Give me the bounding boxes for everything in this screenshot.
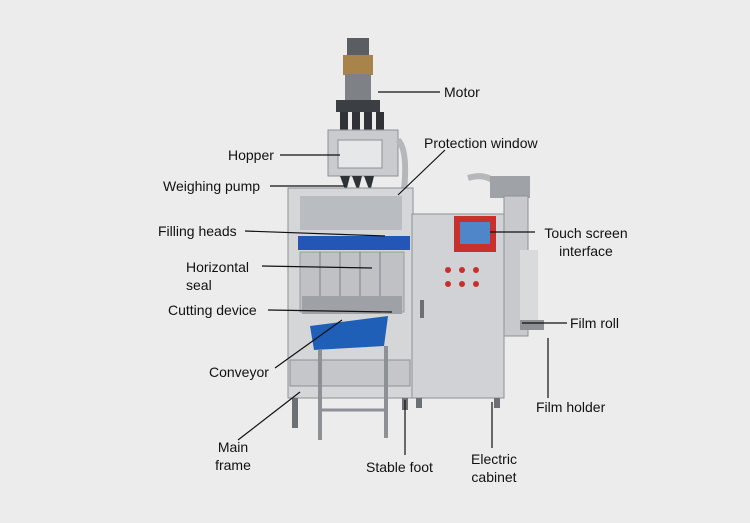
leader-lines xyxy=(237,91,567,455)
electric-cabinet-assembly xyxy=(411,213,505,408)
label-main-frame-line2: frame xyxy=(215,457,251,473)
label-electric-cabinet: Electric cabinet xyxy=(462,450,526,486)
label-horizontal-seal-line2: seal xyxy=(186,277,212,293)
label-protection-window: Protection window xyxy=(424,135,538,151)
hopper-assembly xyxy=(327,129,409,192)
label-electric-cabinet-line1: Electric xyxy=(471,451,517,467)
label-hopper: Hopper xyxy=(228,147,274,163)
conveyor-assembly xyxy=(310,316,388,440)
label-touch-screen-line1: Touch screen xyxy=(544,225,628,241)
label-main-frame-line1: Main xyxy=(217,439,249,455)
label-weighing-pump: Weighing pump xyxy=(163,178,261,194)
label-cutting-device: Cutting device xyxy=(168,302,257,318)
main-frame-structure xyxy=(287,187,414,428)
label-touch-screen-line2: interface xyxy=(559,243,613,259)
label-horizontal-seal-line1: Horizontal xyxy=(186,259,250,275)
label-touch-screen-interface: Touch screen interface xyxy=(536,224,636,260)
label-film-roll: Film roll xyxy=(570,315,619,331)
label-conveyor: Conveyor xyxy=(209,364,269,380)
label-main-frame: Main frame xyxy=(205,438,261,474)
film-roll-assembly xyxy=(467,173,544,337)
motor-assembly xyxy=(336,38,384,130)
label-horizontal-seal: Horizontal seal xyxy=(186,258,249,294)
label-filling-heads: Filling heads xyxy=(158,223,237,239)
label-electric-cabinet-line2: cabinet xyxy=(471,469,517,485)
label-motor: Motor xyxy=(444,84,480,100)
label-stable-foot: Stable foot xyxy=(366,459,433,475)
label-film-holder: Film holder xyxy=(536,399,606,415)
